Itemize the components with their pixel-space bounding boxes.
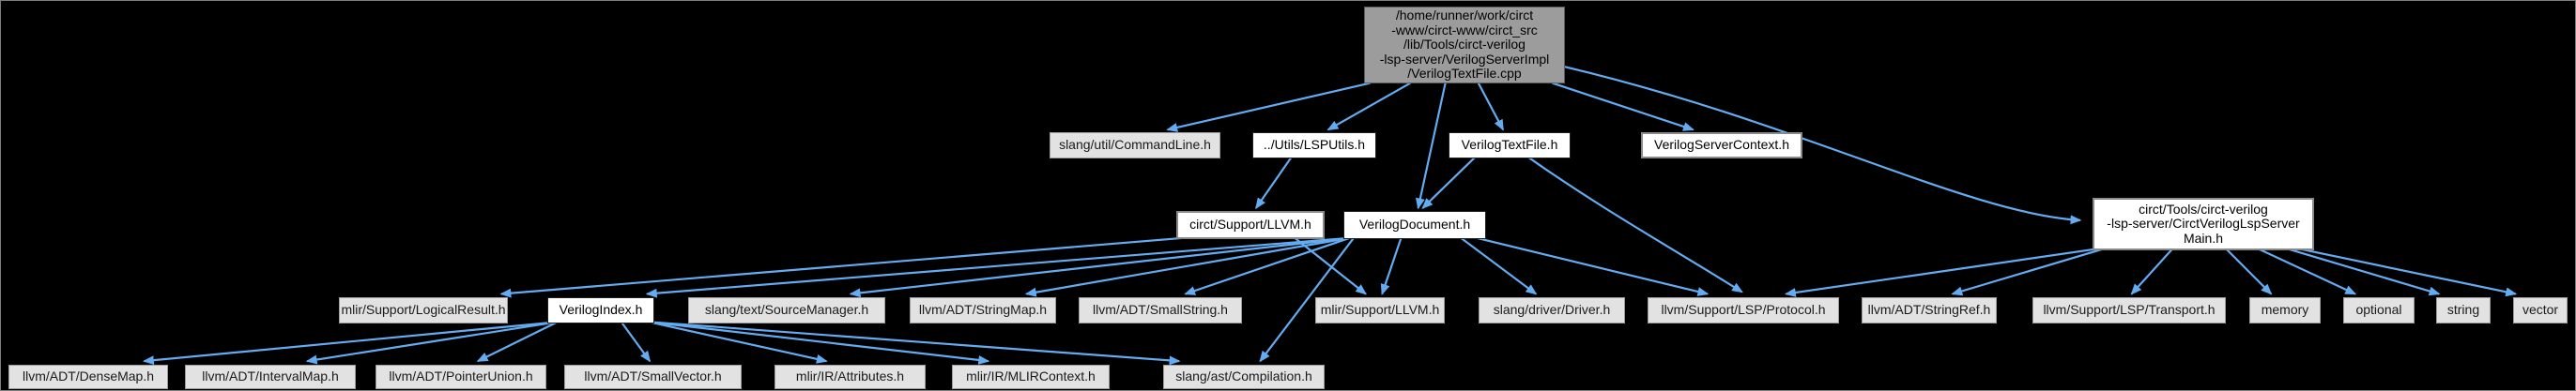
include-edge-cpp-main [1562,65,2082,225]
graph-node-label: llvm/ADT/IntervalMap.h [202,368,339,384]
graph-node-mlircontext[interactable]: mlir/IR/MLIRContext.h [952,365,1110,389]
graph-node-label: VerilogServerContext.h [1654,137,1789,153]
include-edge-verilogdocument-sourcemanager [849,236,1350,298]
graph-node-memory[interactable]: memory [2249,297,2321,323]
graph-node-label: slang/text/SourceManager.h [704,302,869,318]
graph-node-label: mlir/IR/Attributes.h [795,368,905,384]
graph-node-label: circt/Support/LLVM.h [1189,217,1311,233]
include-edge-verilogtextfile-verilogdocument [1421,157,1476,209]
include-edge-circtllvm-logicalresult [499,236,1184,298]
graph-node-intervalmap[interactable]: llvm/ADT/IntervalMap.h [185,365,356,389]
graph-node-verilogdocument[interactable]: VerilogDocument.h [1343,211,1486,239]
include-edge-verilogdocument-mlirllvm [1380,237,1403,295]
graph-node-label: /lib/Tools/circt-verilog [1403,37,1526,53]
include-edge-verilogdocument-smallstring [1184,236,1351,295]
graph-node-label: llvm/ADT/StringMap.h [918,302,1048,318]
graph-node-verilogservercontext[interactable]: VerilogServerContext.h [1641,132,1802,158]
graph-node-label: /VerilogTextFile.cpp [1407,66,1522,82]
include-edge-main-stringref [1951,248,2103,296]
include-edge-verilogdocument-verilogindex [645,236,1350,298]
graph-node-label: slang/driver/Driver.h [1493,302,1611,318]
graph-node-label: VerilogTextFile.h [1461,137,1558,153]
graph-node-label: mlir/IR/MLIRContext.h [966,368,1096,384]
include-edge-main-string [2288,248,2441,296]
include-edge-cpp-commandline [1166,82,1371,132]
graph-node-smallstring[interactable]: llvm/ADT/SmallString.h [1079,297,1242,323]
include-edge-main-transport [2130,248,2173,295]
graph-node-sourcemanager[interactable]: slang/text/SourceManager.h [688,297,885,323]
include-edge-main-memory [2225,248,2273,295]
graph-node-lsputils[interactable]: ../Utils/LSPUtils.h [1252,132,1376,158]
include-edge-circtllvm-mlirllvm [1294,236,1367,295]
include-edge-verilogtextfile-protocol [1528,157,1743,293]
include-edge-verilogdocument-stringmap [1024,236,1350,297]
include-edge-verilogindex-intervalmap [305,321,558,365]
graph-node-label: slang/ast/Compilation.h [1175,368,1312,384]
graph-node-attributes[interactable]: mlir/IR/Attributes.h [774,365,926,389]
graph-node-label: memory [2261,302,2309,318]
graph-node-label: mlir/Support/LogicalResult.h [341,302,506,318]
include-edge-verilogdocument-protocol [1476,236,1710,296]
graph-node-label: llvm/ADT/SmallString.h [1093,302,1228,318]
include-edge-lsputils-circtllvm [1255,157,1293,210]
include-edge-cpp-verilogdocument [1415,83,1447,210]
graph-node-stringmap[interactable]: llvm/ADT/StringMap.h [910,297,1056,323]
graph-node-logicalresult[interactable]: mlir/Support/LogicalResult.h [339,297,508,323]
graph-node-vector[interactable]: vector [2513,297,2568,323]
include-edge-cpp-verilogservercontext [1552,82,1694,131]
graph-node-label: VerilogIndex.h [559,302,643,318]
graph-node-circtllvm[interactable]: circt/Support/LLVM.h [1176,211,1325,239]
include-edge-main-optional [2259,248,2357,295]
graph-node-label: -lsp-server/CirctVerilogLspServer [2107,216,2300,232]
graph-node-label: VerilogDocument.h [1358,217,1471,233]
graph-node-cpp[interactable]: /home/runner/work/circt-www/circt-www/ci… [1364,7,1565,83]
graph-node-protocol[interactable]: llvm/Support/LSP/Protocol.h [1648,297,1839,323]
graph-node-label: mlir/Support/LLVM.h [1320,302,1440,318]
graph-node-label: optional [2355,302,2402,318]
graph-node-label: llvm/ADT/PointerUnion.h [389,368,533,384]
include-edge-verilogdocument-driver [1460,236,1538,295]
graph-node-label: slang/util/CommandLine.h [1059,137,1211,153]
graph-node-verilogtextfile[interactable]: VerilogTextFile.h [1449,132,1571,158]
graph-node-densemap[interactable]: llvm/ADT/DenseMap.h [8,365,168,389]
graph-node-optional[interactable]: optional [2343,297,2415,323]
graph-node-commandline[interactable]: slang/util/CommandLine.h [1050,132,1220,158]
graph-node-main[interactable]: circt/Tools/circt-verilog-lsp-server/Cir… [2093,198,2314,250]
graph-node-stringref[interactable]: llvm/ADT/StringRef.h [1862,297,1997,323]
graph-node-smallvector[interactable]: llvm/ADT/SmallVector.h [564,365,742,389]
graph-node-compilation[interactable]: slang/ast/Compilation.h [1163,365,1325,389]
graph-node-verilogindex[interactable]: VerilogIndex.h [547,297,654,323]
include-edge-cpp-lsputils [1326,82,1411,131]
graph-node-label: ../Utils/LSPUtils.h [1263,137,1366,153]
graph-node-label: Main.h [2183,230,2224,246]
graph-node-label: llvm/ADT/SmallVector.h [584,368,722,384]
graph-node-label: -www/circt-www/circt_src [1391,22,1538,38]
graph-node-label: -lsp-server/VerilogServerImpl [1379,51,1550,67]
include-edge-verilogindex-densemap [142,321,558,366]
include-edge-main-protocol [1784,248,2096,297]
graph-node-string[interactable]: string [2436,297,2491,323]
include-edge-verilogindex-pointerunion [476,321,559,363]
include-edge-verilogindex-attributes [649,321,828,364]
graph-node-label: llvm/ADT/StringRef.h [1867,302,1991,318]
graph-node-mlirllvm[interactable]: mlir/Support/LLVM.h [1315,297,1445,323]
include-edge-verilogindex-mlircontext [649,321,990,365]
include-edge-cpp-verilogtextfile [1477,83,1505,131]
graph-node-label: /home/runner/work/circt [1395,8,1534,23]
graph-node-label: llvm/ADT/DenseMap.h [22,368,155,384]
graph-node-pointerunion[interactable]: llvm/ADT/PointerUnion.h [376,365,546,389]
graph-node-label: llvm/Support/LSP/Transport.h [2043,302,2216,318]
include-edge-verilogdocument-compilation [1259,237,1355,363]
graph-node-label: vector [2522,302,2559,318]
graph-node-driver[interactable]: slang/driver/Driver.h [1479,297,1625,323]
graph-node-transport[interactable]: llvm/Support/LSP/Transport.h [2032,297,2226,323]
include-edge-verilogindex-compilation [649,321,1181,366]
include-edge-main-vector [2300,248,2518,297]
graph-node-label: string [2446,302,2480,318]
graph-node-label: llvm/Support/LSP/Protocol.h [1661,302,1826,318]
include-edge-verilogindex-smallvector [620,321,652,363]
graph-node-label: circt/Tools/circt-verilog [2139,201,2268,217]
